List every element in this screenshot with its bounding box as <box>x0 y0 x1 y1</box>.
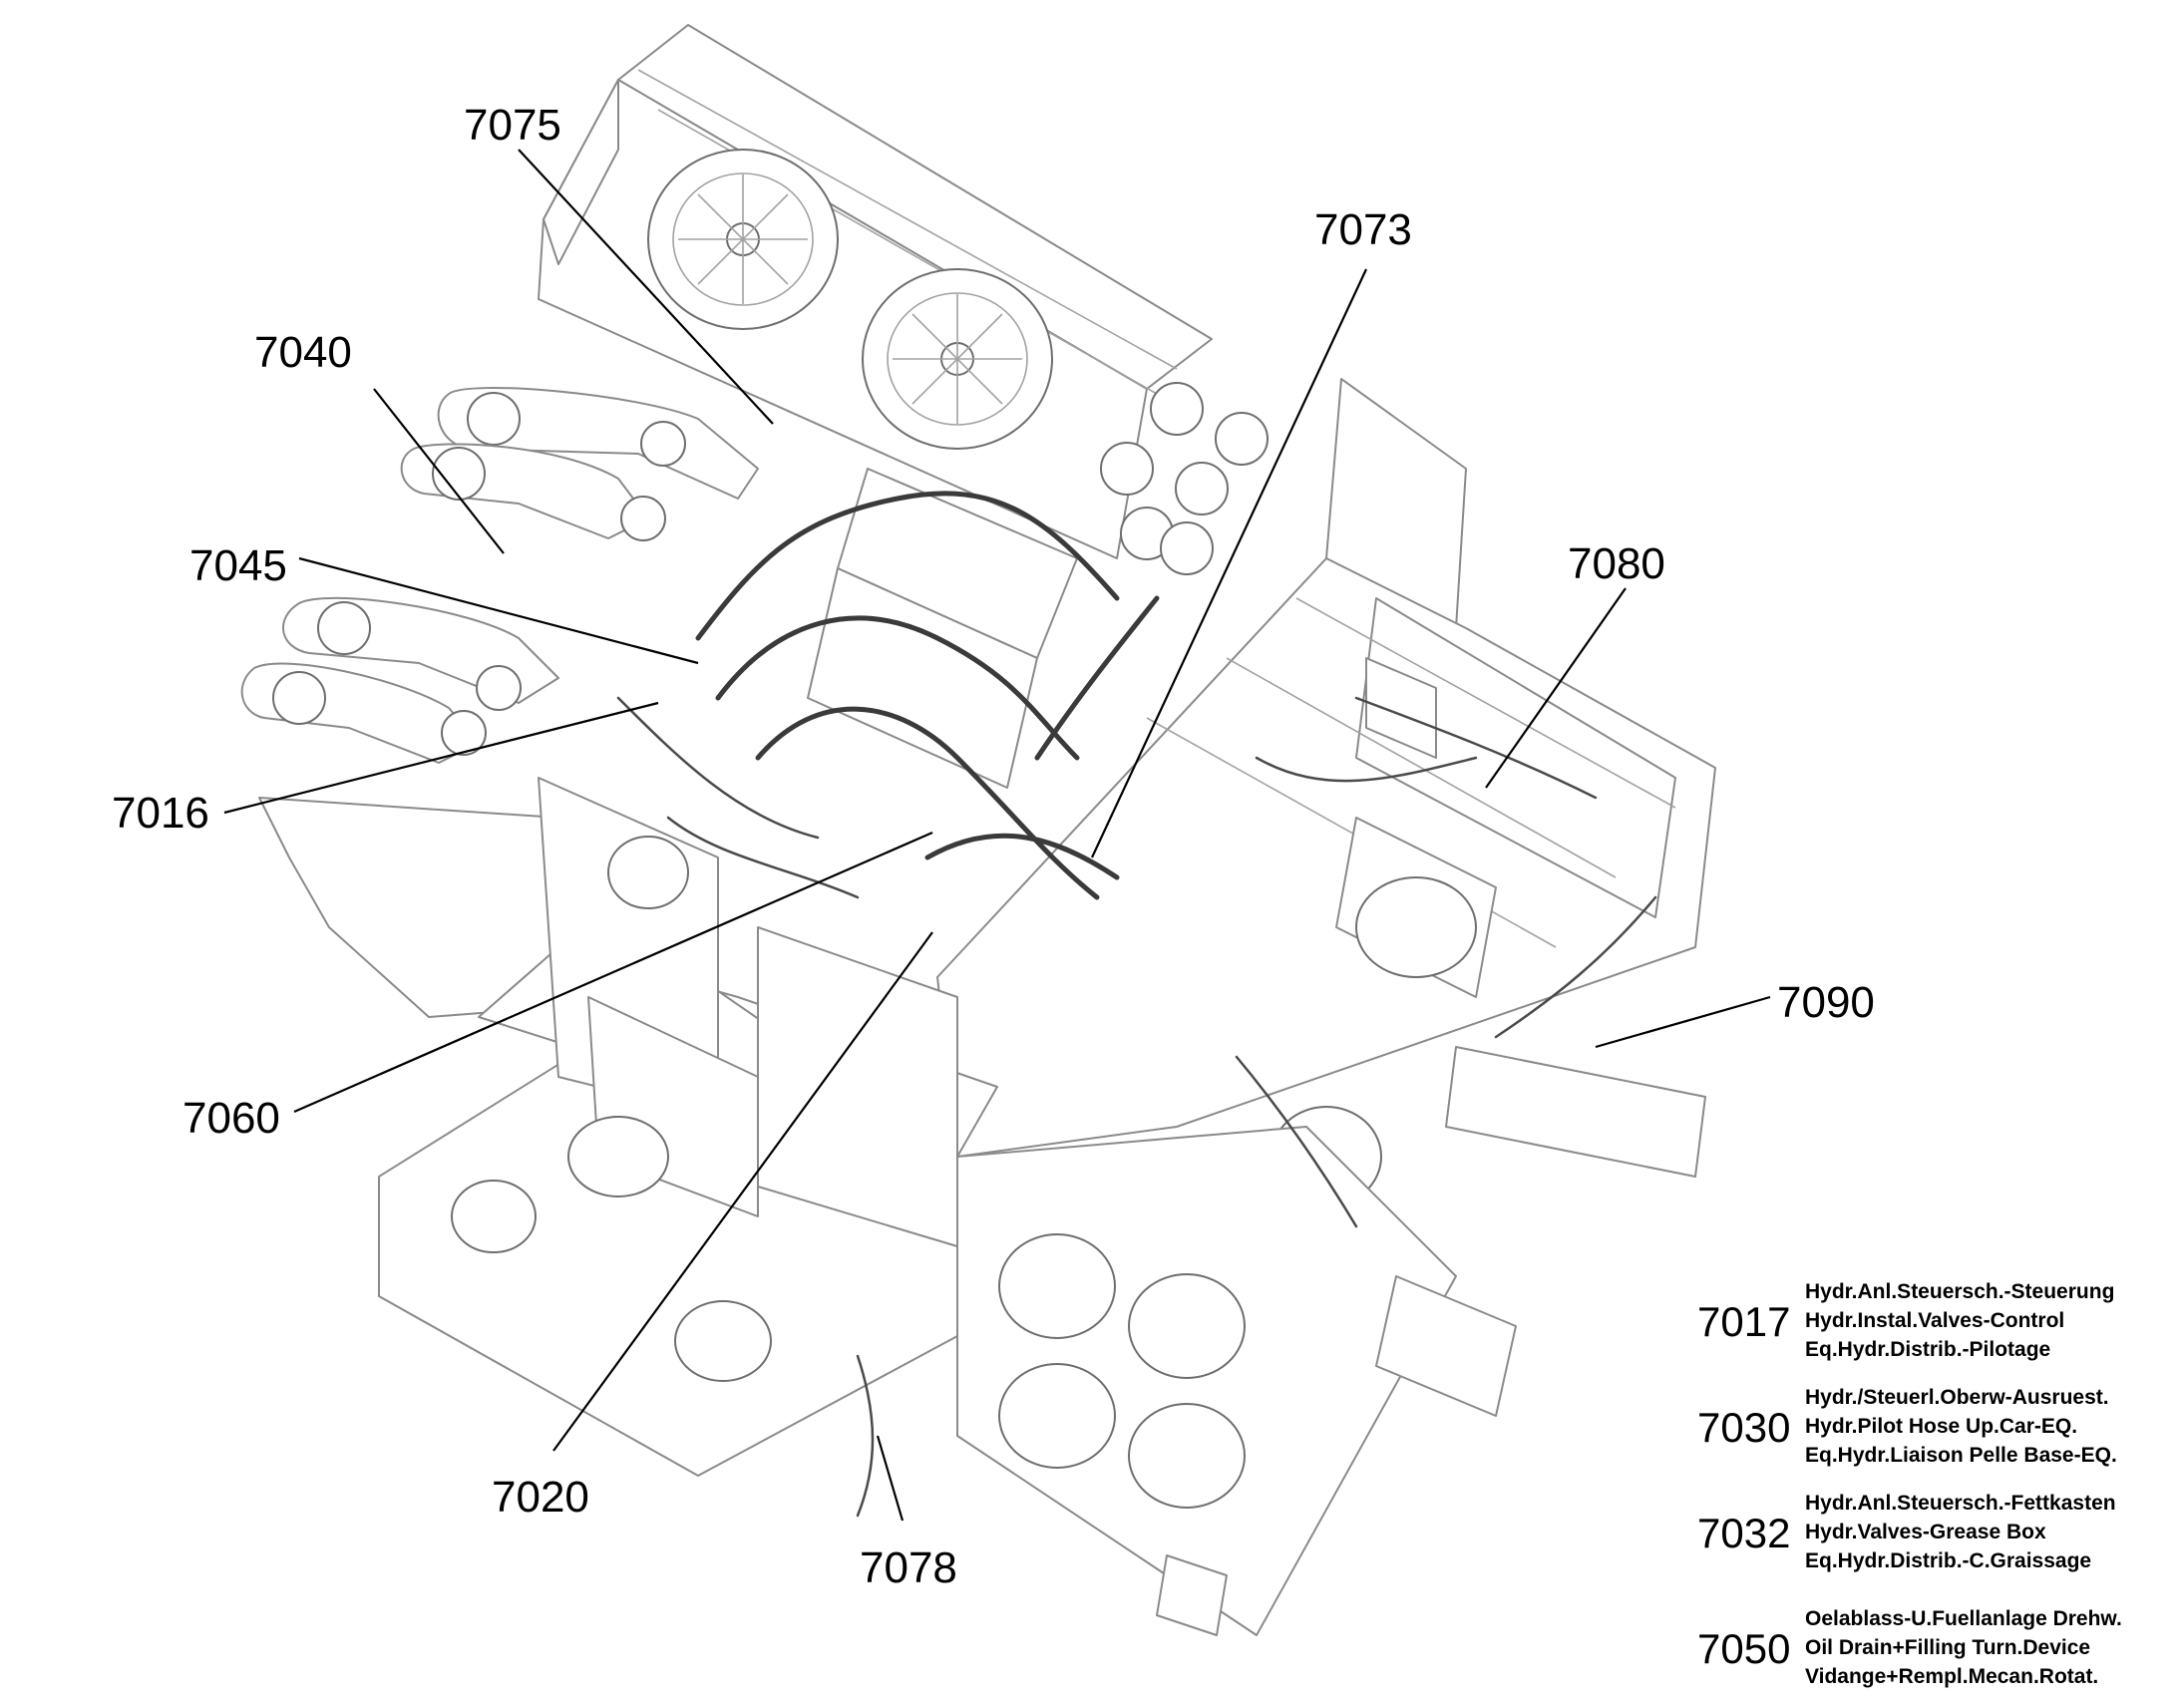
legend-line: Hydr.Valves-Grease Box <box>1805 1521 2046 1543</box>
legend-line: Eq.Hydr.Distrib.-C.Graissage <box>1805 1549 2091 1572</box>
leader-7060 <box>293 831 933 1114</box>
callout-7073: 7073 <box>1314 205 1412 254</box>
leader-7090 <box>1595 995 1771 1049</box>
legend-line: Hydr.Pilot Hose Up.Car-EQ. <box>1805 1415 2077 1438</box>
leader-7075 <box>518 149 774 425</box>
leader-lines <box>223 149 1771 1522</box>
legend-line: Oil Drain+Filling Turn.Device <box>1805 1636 2090 1659</box>
legend-line: Hydr.Anl.Steuersch.-Steuerung <box>1805 1280 2114 1303</box>
legend-code: 7032 <box>1697 1510 1790 1556</box>
legend-item: 7017 Hydr.Anl.Steuersch.-Steuerung Hydr.… <box>1697 1280 2114 1361</box>
legend: 7017 Hydr.Anl.Steuersch.-Steuerung Hydr.… <box>1697 1280 2122 1688</box>
legend-line: Hydr.Instal.Valves-Control <box>1805 1309 2064 1332</box>
callout-7078: 7078 <box>860 1543 957 1592</box>
callout-7080: 7080 <box>1568 539 1665 588</box>
callout-7045: 7045 <box>189 541 287 590</box>
legend-code: 7017 <box>1697 1298 1790 1345</box>
legend-line: Eq.Hydr.Distrib.-Pilotage <box>1805 1338 2050 1361</box>
legend-item: 7050 Oelablass-U.Fuellanlage Drehw. Oil … <box>1697 1607 2122 1688</box>
leader-7073 <box>1091 268 1367 858</box>
legend-line: Oelablass-U.Fuellanlage Drehw. <box>1805 1607 2122 1630</box>
callout-7040: 7040 <box>254 328 352 377</box>
leader-7020 <box>552 931 933 1452</box>
radiator-fan-lower-left <box>998 1233 1246 1509</box>
callout-7016: 7016 <box>112 789 209 838</box>
leader-7078 <box>876 1435 905 1522</box>
leader-7080 <box>1485 587 1627 789</box>
leader-7045 <box>298 556 699 665</box>
legend-code: 7030 <box>1697 1404 1790 1451</box>
callout-7090: 7090 <box>1777 978 1875 1027</box>
callout-labels: 7075 7073 7040 7045 7080 7016 7090 7060 … <box>112 101 1875 1592</box>
control-valve-block <box>807 468 1497 1207</box>
cooler-fan-2 <box>862 268 1053 450</box>
boom-brackets <box>240 387 759 1018</box>
leader-7040 <box>373 388 505 554</box>
legend-line: Eq.Hydr.Liaison Pelle Base-EQ. <box>1805 1444 2117 1467</box>
hydraulic-hoses <box>616 491 1657 1518</box>
legend-item: 7032 Hydr.Anl.Steuersch.-Fettkasten Hydr… <box>1697 1492 2116 1572</box>
legend-code: 7050 <box>1697 1625 1790 1672</box>
legend-line: Hydr.Anl.Steuersch.-Fettkasten <box>1805 1492 2116 1515</box>
legend-line: Hydr./Steuerl.Oberw-Ausruest. <box>1805 1386 2109 1409</box>
legend-line: Vidange+Rempl.Mecan.Rotat. <box>1805 1665 2098 1688</box>
machine-illustration <box>240 24 1716 1636</box>
callout-7060: 7060 <box>182 1094 280 1143</box>
leader-7016 <box>223 701 659 815</box>
callout-7020: 7020 <box>492 1473 589 1522</box>
callout-7075: 7075 <box>464 101 561 150</box>
cooler-fan-1 <box>647 149 839 330</box>
legend-item: 7030 Hydr./Steuerl.Oberw-Ausruest. Hydr.… <box>1697 1386 2117 1467</box>
filter-cluster <box>1100 382 1269 575</box>
